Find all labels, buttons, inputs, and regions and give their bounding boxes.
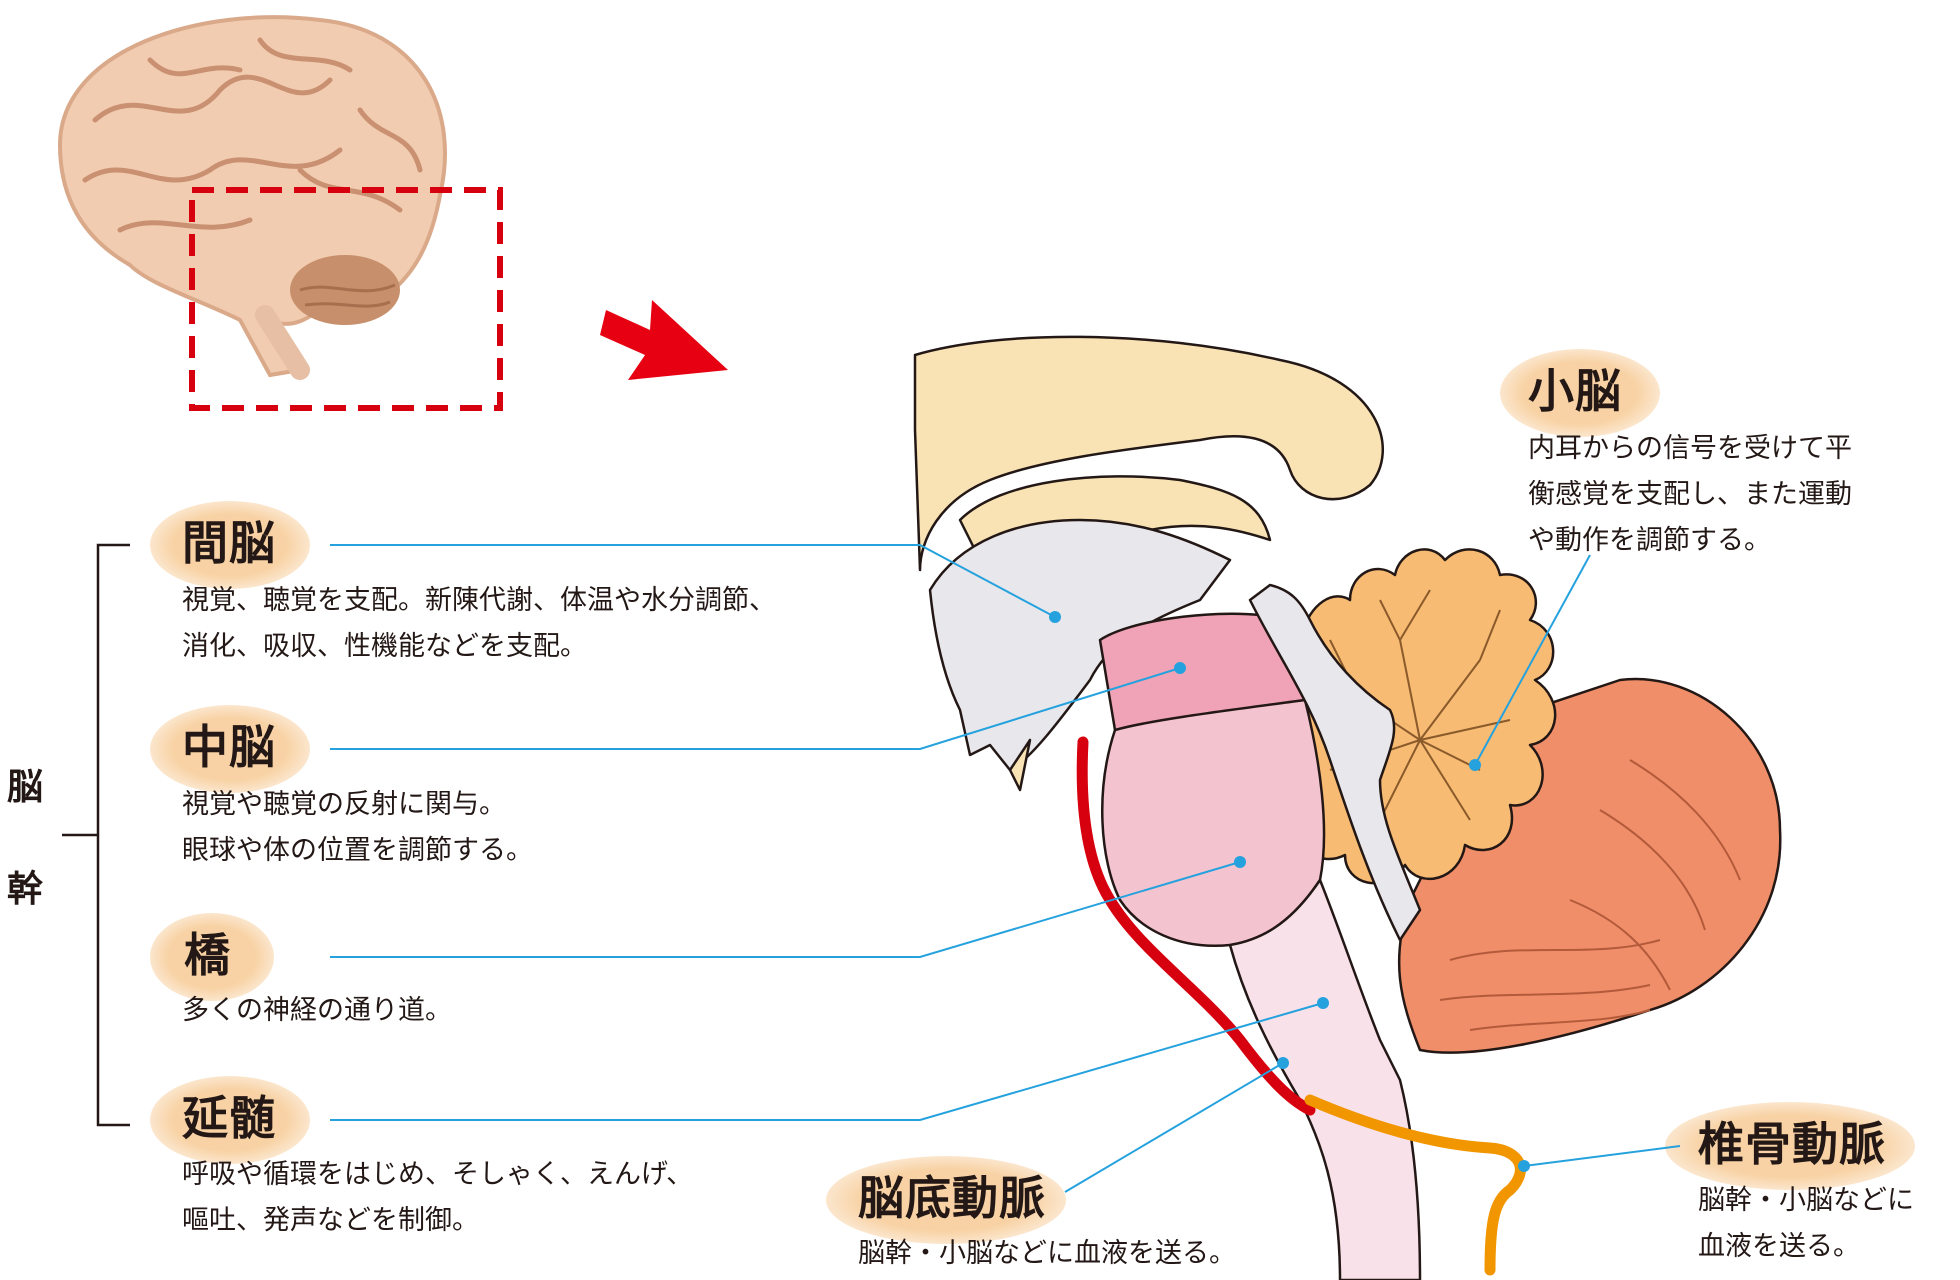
corpus-callosum bbox=[913, 335, 1385, 572]
bubble-pons bbox=[150, 913, 274, 1001]
diencephalon-title: 間脳 bbox=[182, 516, 276, 570]
pons-shape bbox=[1101, 698, 1326, 947]
brainstem-bracket bbox=[62, 543, 130, 1127]
bubble-basilar bbox=[826, 1156, 1066, 1244]
cerebellum-title: 小脳 bbox=[1528, 364, 1622, 418]
red-arrow-icon bbox=[600, 300, 728, 380]
pons-desc: 多くの神経の通り道。 bbox=[182, 995, 452, 1026]
midbrain-title: 中脳 bbox=[182, 720, 276, 774]
group-label-char-2: 幹 bbox=[6, 869, 43, 910]
anatomy-illustration bbox=[913, 335, 1782, 1280]
midbrain-desc: 視覚や聴覚の反射に関与。 眼球や体の位置を調節する。 bbox=[182, 789, 533, 866]
bubble-vertebral bbox=[1665, 1102, 1915, 1190]
basilar-artery-title: 脳底動脈 bbox=[858, 1171, 1046, 1225]
group-label-char-1: 脳 bbox=[6, 767, 43, 808]
leader-dots bbox=[1049, 611, 1530, 1172]
leader-lines bbox=[330, 544, 1681, 1193]
brain-thumbnail bbox=[57, 15, 447, 380]
vertebral-artery bbox=[1304, 1094, 1526, 1276]
medulla-shape bbox=[1228, 878, 1422, 1280]
bubble-diencephalon bbox=[150, 501, 310, 589]
bubble-midbrain bbox=[150, 705, 310, 793]
diencephalon-desc: 視覚、聴覚を支配。新陳代謝、体温や水分調節、 消化、吸収、性機能などを支配。 bbox=[182, 585, 776, 662]
cerebellum-desc: 内耳からの信号を受けて平 衡感覚を支配し、また運動 や動作を調節する。 bbox=[1528, 433, 1852, 556]
basilar-artery bbox=[1076, 736, 1316, 1116]
medulla-desc: 呼吸や循環をはじめ、そしゃく、えんげ、 嘔吐、発声などを制御。 bbox=[182, 1159, 694, 1236]
focus-box bbox=[189, 187, 503, 411]
medulla-title: 延髄 bbox=[182, 1091, 276, 1145]
pons-title: 橋 bbox=[184, 928, 231, 982]
bubble-cerebellum bbox=[1500, 349, 1660, 437]
vertebral-artery-desc: 脳幹・小脳などに 血液を送る。 bbox=[1698, 1185, 1914, 1262]
vertebral-artery-title: 椎骨動脈 bbox=[1698, 1117, 1886, 1171]
basilar-artery-desc: 脳幹・小脳などに血液を送る。 bbox=[858, 1238, 1236, 1269]
bubble-medulla bbox=[150, 1076, 310, 1164]
